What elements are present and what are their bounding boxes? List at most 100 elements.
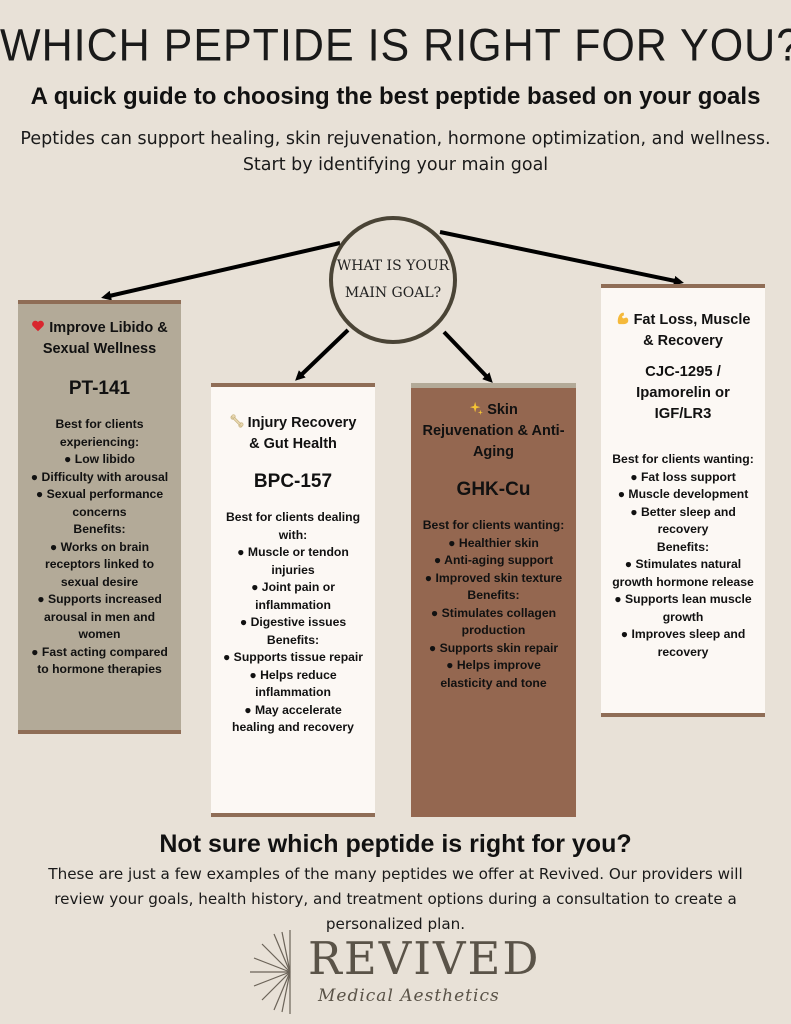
- card-line: Benefits:: [266, 632, 320, 647]
- page-subtitle: A quick guide to choosing the best pepti…: [30, 83, 761, 110]
- card-line: with:: [278, 527, 308, 542]
- card-line: ● Stimulates natural: [624, 557, 742, 571]
- heart-icon: [32, 320, 45, 332]
- card-heading-line: Skin: [487, 402, 518, 418]
- arrow-to-injury: [295, 328, 350, 381]
- card-line: inflammation: [255, 685, 331, 699]
- card-line: growth: [662, 609, 704, 624]
- goal-line-2: MAIN GOAL?: [344, 285, 442, 301]
- card-heading-line: & Recovery: [643, 333, 723, 349]
- card-line: ● Supports lean muscle: [614, 592, 752, 606]
- card-line: ● Muscle development: [617, 487, 749, 501]
- card-line: to hormone therapies: [37, 662, 162, 676]
- card-line: recovery: [657, 644, 709, 659]
- card-heading-line: Fat Loss, Muscle: [633, 312, 751, 328]
- card-libido: Improve Libido & Sexual Wellness PT-141 …: [18, 300, 181, 734]
- cta-line-2: review your goals, health history, and t…: [54, 890, 737, 908]
- arrow-to-skin: [442, 330, 493, 383]
- card-line: Best for clients: [55, 417, 144, 431]
- card-line: Benefits:: [467, 588, 520, 602]
- card-injury: Injury Recovery & Gut Health BPC-157 Bes…: [211, 383, 375, 817]
- card-line: arousal in men and: [43, 609, 156, 624]
- card-body: Best for clients wanting: ● Fat loss sup…: [607, 451, 759, 661]
- card-line: ● Low libido: [64, 452, 135, 466]
- card-line: injuries: [271, 562, 315, 577]
- card-line: ● Sexual performance: [35, 487, 164, 501]
- card-line: ● Better sleep and: [630, 504, 736, 519]
- card-heading: Injury Recovery & Gut Health: [217, 413, 369, 455]
- card-line: healing and recovery: [232, 720, 354, 734]
- peptide-name: BPC-157: [253, 471, 333, 492]
- cta-text: These are just a few examples of the man…: [20, 862, 771, 937]
- card-line: ● Works on brain: [49, 539, 150, 554]
- cta-line-1: These are just a few examples of the man…: [48, 865, 743, 883]
- card-heading-line: Rejuvenation & Anti-: [422, 423, 565, 439]
- card-line: ● Helps improve: [446, 658, 541, 672]
- peptide-name: GHK-Cu: [456, 479, 531, 500]
- card-heading-line: & Gut Health: [249, 436, 337, 452]
- card-line: experiencing:: [59, 434, 140, 449]
- card-body: Best for clients experiencing: ● Low lib…: [24, 416, 175, 679]
- card-line: receptors linked to: [44, 557, 155, 571]
- card-line: ● Stimulates collagen: [430, 605, 557, 620]
- card-line: production: [461, 623, 526, 637]
- card-line: ● Healthier skin: [448, 535, 539, 550]
- card-heading-line: Injury Recovery: [247, 415, 357, 431]
- card-line: Benefits:: [73, 522, 126, 536]
- bone-icon: [230, 414, 244, 428]
- card-line: ● Difficulty with arousal: [30, 469, 169, 484]
- card-line: ● Supports increased: [37, 592, 162, 606]
- card-line: Benefits:: [656, 539, 710, 554]
- card-line: ● Supports skin repair: [428, 640, 559, 655]
- brand-name: REVIVED: [308, 932, 541, 985]
- card-heading-line: Aging: [472, 444, 515, 460]
- cta-heading: Not sure which peptide is right for you?: [159, 830, 632, 858]
- card-fatloss: Fat Loss, Muscle & Recovery CJC-1295 / I…: [601, 284, 765, 717]
- page-title: WHICH PEPTIDE IS RIGHT FOR YOU?: [0, 20, 791, 72]
- card-line: elasticity and tone: [440, 675, 547, 690]
- card-body: Best for clients wanting: ● Healthier sk…: [417, 517, 570, 692]
- card-line: ● Digestive issues: [239, 615, 347, 629]
- main-goal-circle: WHAT IS YOUR MAIN GOAL?: [329, 216, 457, 344]
- card-line: ● Improved skin texture: [424, 570, 563, 585]
- card-line: growth hormone release: [612, 574, 754, 589]
- card-heading: Improve Libido & Sexual Wellness: [24, 318, 175, 360]
- card-skin: Skin Rejuvenation & Anti- Aging GHK-Cu B…: [411, 383, 576, 817]
- card-body: Best for clients dealing with: ● Muscle …: [217, 509, 369, 737]
- card-line: recovery: [657, 522, 709, 536]
- card-line: ● Joint pain or: [251, 580, 335, 594]
- card-heading: Fat Loss, Muscle & Recovery: [607, 310, 759, 352]
- peptide-name-line: Ipamorelin or IGF/LR3: [636, 385, 730, 422]
- card-line: ● Muscle or tendon: [237, 545, 349, 559]
- peptide-name: PT-141: [68, 378, 131, 399]
- card-heading-line: Improve Libido &: [49, 320, 168, 336]
- card-line: ● Fat loss support: [630, 469, 736, 484]
- card-line: ● May accelerate: [244, 702, 342, 717]
- peptide-name: CJC-1295 / Ipamorelin or IGF/LR3: [607, 362, 759, 425]
- card-line: Best for clients wanting:: [612, 452, 754, 466]
- arrow-to-fatloss: [439, 230, 684, 286]
- sunburst-logo-icon: [250, 930, 291, 1014]
- card-line: women: [78, 627, 121, 641]
- goal-line-1: WHAT IS YOUR: [336, 258, 450, 274]
- card-line: Best for clients wanting:: [422, 518, 565, 532]
- intro-line-1: Peptides can support healing, skin rejuv…: [20, 129, 771, 149]
- brand-tagline: Medical Aesthetics: [318, 986, 500, 1006]
- arrow-to-libido: [101, 241, 341, 301]
- card-line: ● Improves sleep and: [620, 627, 746, 641]
- card-line: ● Helps reduce: [249, 667, 337, 682]
- card-line: inflammation: [255, 597, 331, 612]
- card-line: ● Supports tissue repair: [222, 650, 364, 664]
- flexed-bicep-icon: [617, 312, 628, 325]
- card-line: ● Anti-aging support: [433, 553, 554, 567]
- card-line: sexual desire: [60, 574, 139, 589]
- card-line: ● Fast acting compared: [31, 644, 168, 659]
- card-heading-line: Sexual Wellness: [42, 341, 157, 357]
- peptide-name-line: CJC-1295 /: [645, 364, 721, 380]
- card-heading: Skin Rejuvenation & Anti- Aging: [417, 400, 570, 463]
- cta-line-3: personalized plan.: [325, 915, 466, 933]
- card-line: concerns: [72, 504, 127, 519]
- intro-line-2: Start by identifying your main goal: [242, 155, 549, 175]
- sparkles-icon: [470, 401, 484, 415]
